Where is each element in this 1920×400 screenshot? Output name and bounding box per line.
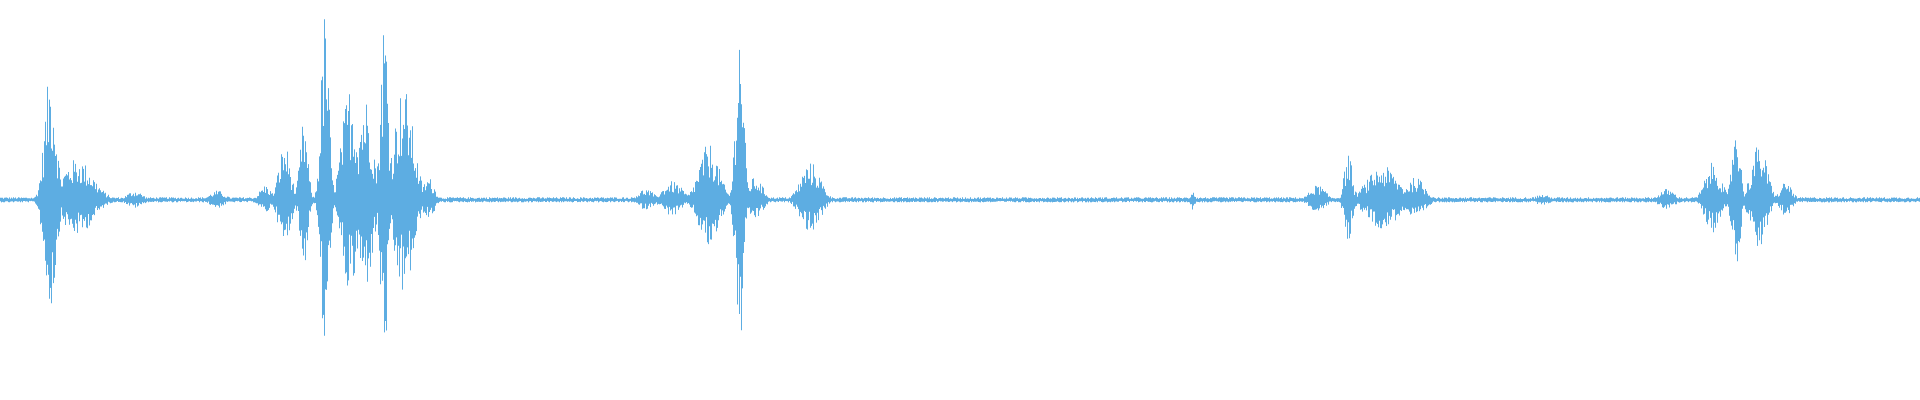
waveform-signal — [0, 19, 1920, 336]
